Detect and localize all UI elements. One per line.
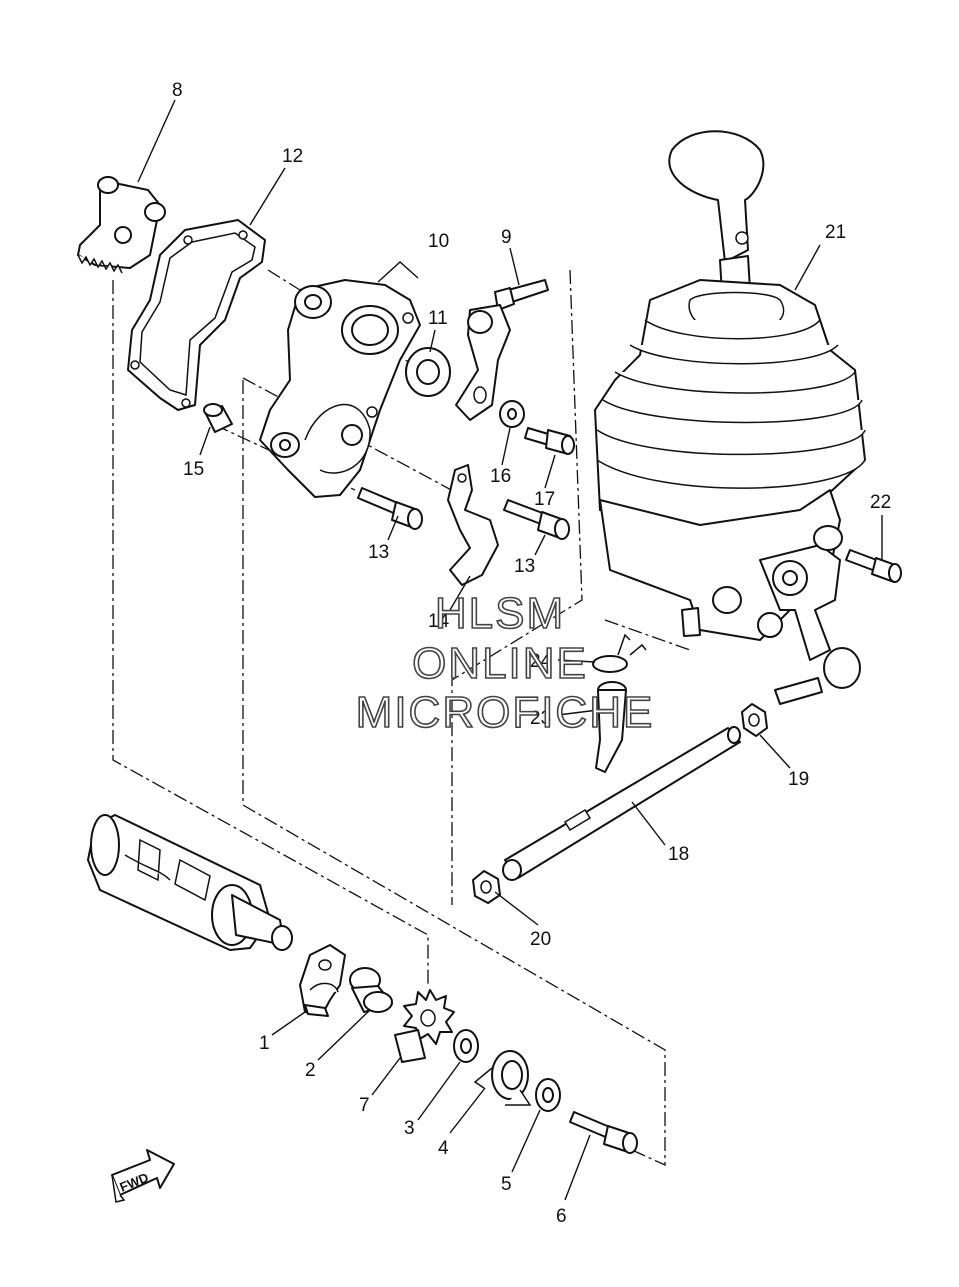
callout-24: 24 [530, 651, 552, 672]
callout-20: 20 [530, 929, 551, 950]
oil-seal-part [405, 347, 451, 397]
callout-22: 22 [870, 492, 891, 513]
callout-1: 1 [259, 1033, 270, 1054]
shift-lever-assembly-part [594, 130, 866, 705]
callout-16: 16 [490, 466, 511, 487]
watermark: HLSM ONLINE MICROFICHE [355, 588, 655, 738]
cable-guide-part [447, 464, 499, 586]
nut-19-part [741, 703, 768, 737]
dowel-pin-part [203, 403, 233, 433]
flange-bolt-part [569, 1111, 638, 1154]
callout-6: 6 [556, 1206, 567, 1227]
callout-4: 4 [438, 1138, 449, 1159]
callout-7: 7 [359, 1095, 370, 1116]
plain-washer-part [535, 1078, 561, 1112]
callout-19: 19 [788, 769, 809, 790]
callout-13b: 13 [514, 556, 535, 577]
callout-labels: 8 12 10 9 11 15 16 17 13 13 14 21 22 24 … [172, 80, 891, 1227]
shift-drum-part [87, 814, 293, 951]
leader-lines [137, 99, 883, 1201]
shift-lever-sector-part [77, 176, 166, 274]
callout-10: 10 [428, 231, 449, 252]
lever-bolt-part [494, 279, 549, 311]
callout-15: 15 [183, 459, 204, 480]
callout-11: 11 [428, 308, 448, 329]
dust-boot-part [595, 681, 627, 773]
link-lever-part [455, 304, 511, 421]
callout-2: 2 [305, 1060, 316, 1081]
callout-18: 18 [668, 844, 689, 865]
callout-8: 8 [172, 80, 183, 101]
shift-cover-assembly-part [259, 279, 421, 498]
collar-part [349, 967, 393, 1013]
watermark-line-2: ONLINE [412, 639, 588, 688]
fwd-direction-badge: FWD [111, 1149, 175, 1203]
washer-16-part [499, 400, 525, 428]
callout-21: 21 [825, 222, 846, 243]
torsion-spring-part [473, 1050, 532, 1106]
nut-20-part [472, 870, 501, 904]
callout-12: 12 [282, 146, 303, 167]
bolt-17-part [524, 427, 575, 455]
cover-gasket-part [127, 219, 266, 411]
callout-23: 23 [530, 708, 551, 729]
callout-9: 9 [501, 227, 512, 248]
callout-17: 17 [534, 489, 555, 510]
shift-gear-part [394, 989, 455, 1063]
callout-3: 3 [404, 1118, 415, 1139]
callout-13a: 13 [368, 542, 389, 563]
callout-5: 5 [501, 1174, 512, 1195]
shift-rod-part [502, 726, 741, 881]
washer-3-part [453, 1029, 479, 1063]
shift-cam-segment-part [299, 944, 346, 1017]
cover-bolt-13b-part [503, 499, 570, 540]
watermark-line-1: HLSM [435, 589, 565, 638]
cotter-pin-part [592, 633, 647, 673]
callout-14: 14 [428, 611, 450, 632]
bolt-22-part [845, 549, 902, 583]
cover-bolt-13a-part [357, 487, 423, 530]
watermark-line-3: MICROFICHE [356, 688, 655, 737]
